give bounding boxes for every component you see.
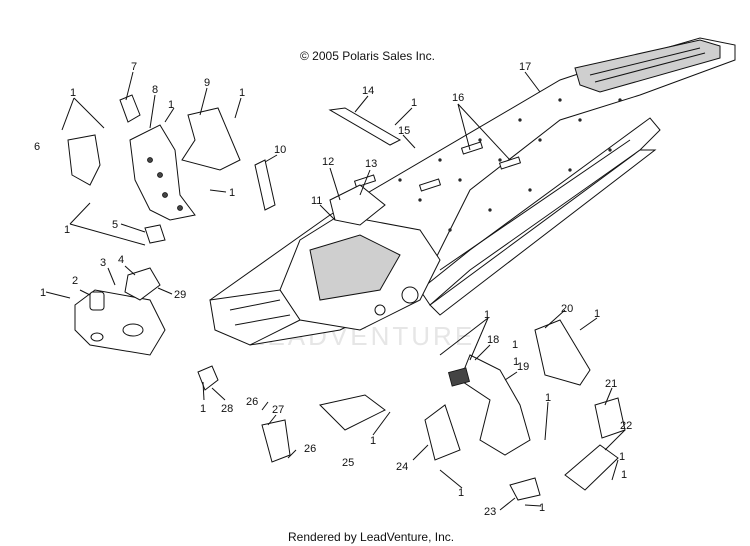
- callout-1: 1: [411, 97, 417, 109]
- callout-11: 11: [311, 195, 322, 207]
- part-23-bracket: [509, 477, 541, 501]
- chassis-tunnel: [209, 37, 736, 346]
- callout-13: 13: [365, 158, 377, 170]
- part-24-panel: [424, 404, 461, 461]
- callout-19: 19: [517, 361, 529, 373]
- callout-25: 25: [342, 457, 354, 469]
- callout-22: 22: [620, 420, 632, 432]
- callout-14: 14: [362, 85, 374, 97]
- callout-18: 18: [487, 334, 499, 346]
- callout-29: 29: [174, 289, 186, 301]
- callout-2: 2: [72, 275, 78, 287]
- part-2-front-bumper: [74, 289, 166, 356]
- callout-1: 1: [70, 87, 76, 99]
- part-25-plate: [319, 394, 386, 431]
- callout-7: 7: [131, 61, 137, 73]
- part-10-strip: [254, 159, 276, 211]
- callout-26: 26: [304, 443, 316, 455]
- callout-1: 1: [40, 287, 46, 299]
- callout-1: 1: [512, 339, 518, 351]
- callout-21: 21: [605, 378, 617, 390]
- callout-1: 1: [370, 435, 376, 447]
- part-6-plate: [67, 134, 101, 186]
- callout-1: 1: [64, 224, 70, 236]
- callout-1: 1: [619, 451, 625, 463]
- callout-1: 1: [621, 469, 627, 481]
- part-12-13-bracket: [329, 184, 386, 226]
- copyright-text: © 2005 Polaris Sales Inc.: [300, 49, 435, 63]
- part-21-plate: [594, 397, 626, 439]
- callout-15: 15: [398, 125, 410, 137]
- callout-24: 24: [396, 461, 408, 473]
- callout-26: 26: [246, 396, 258, 408]
- callout-1: 1: [239, 87, 245, 99]
- callout-1: 1: [484, 309, 490, 321]
- part-27-bracket: [261, 419, 291, 463]
- part-20-panel: [534, 319, 591, 386]
- callout-17: 17: [519, 61, 531, 73]
- callout-4: 4: [118, 254, 124, 266]
- part-15-16-plates: [353, 141, 522, 192]
- part-7-bracket: [119, 94, 141, 123]
- part-14-rail: [328, 107, 402, 146]
- part-9-bracket: [181, 107, 241, 171]
- callout-23: 23: [484, 506, 496, 518]
- callout-6: 6: [34, 141, 40, 153]
- part-19-panel: [459, 354, 531, 456]
- callout-1: 1: [513, 356, 519, 368]
- callout-8: 8: [152, 84, 158, 96]
- part-5-clip: [144, 224, 166, 244]
- callout-20: 20: [561, 303, 573, 315]
- part-18-block: [448, 367, 470, 387]
- callout-1: 1: [168, 99, 174, 111]
- footer-text: Rendered by LeadVenture, Inc.: [288, 530, 454, 544]
- callout-1: 1: [229, 187, 235, 199]
- callout-27: 27: [272, 404, 284, 416]
- callout-1: 1: [539, 502, 545, 514]
- part-4-bracket: [124, 267, 161, 301]
- callout-1: 1: [545, 392, 551, 404]
- part-22-bracket: [564, 444, 619, 491]
- callout-labels: 1 1 1 1 1 1 1 1 1 1 1 1 1 1 1 1 1 1 2 3 …: [34, 61, 632, 518]
- callout-12: 12: [322, 156, 334, 168]
- callout-1: 1: [594, 308, 600, 320]
- callout-5: 5: [112, 219, 118, 231]
- callout-10: 10: [274, 144, 286, 156]
- part-8-footrest: [129, 124, 196, 221]
- callout-1: 1: [200, 403, 206, 415]
- callout-28: 28: [221, 403, 233, 415]
- callout-9: 9: [204, 77, 210, 89]
- leader-lines: [45, 71, 626, 511]
- callout-1: 1: [458, 487, 464, 499]
- part-28-cap: [197, 365, 219, 391]
- callout-3: 3: [100, 257, 106, 269]
- callout-16: 16: [452, 92, 464, 104]
